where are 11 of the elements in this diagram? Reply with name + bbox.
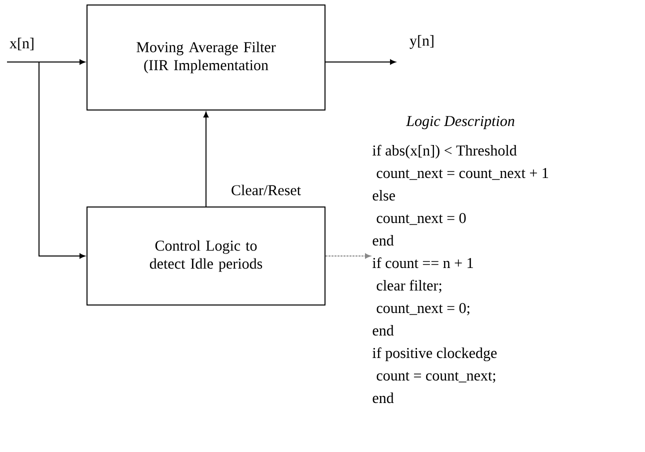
- arrow: [38, 62, 86, 259]
- process-box: Moving Average Filter (IIR Implementation: [86, 4, 326, 110]
- arrow: [325, 253, 371, 259]
- edge-label: x[n]: [10, 38, 34, 50]
- process-box: Control Logic to detect Idle periods: [86, 206, 326, 306]
- edge-label: Clear/Reset: [232, 184, 301, 196]
- logic-description: Logic Description if abs(x[n]) < Threshold count_next = count_next + 1 else count_next = 0 end if count == n + 1 clear filter; count_next = 0; end if positive clockedge count = count_next; end: [372, 116, 548, 404]
- arrow: [6, 59, 86, 65]
- arrow: [203, 112, 209, 207]
- edge-label: y[n]: [410, 35, 434, 49]
- arrow: [325, 59, 396, 65]
